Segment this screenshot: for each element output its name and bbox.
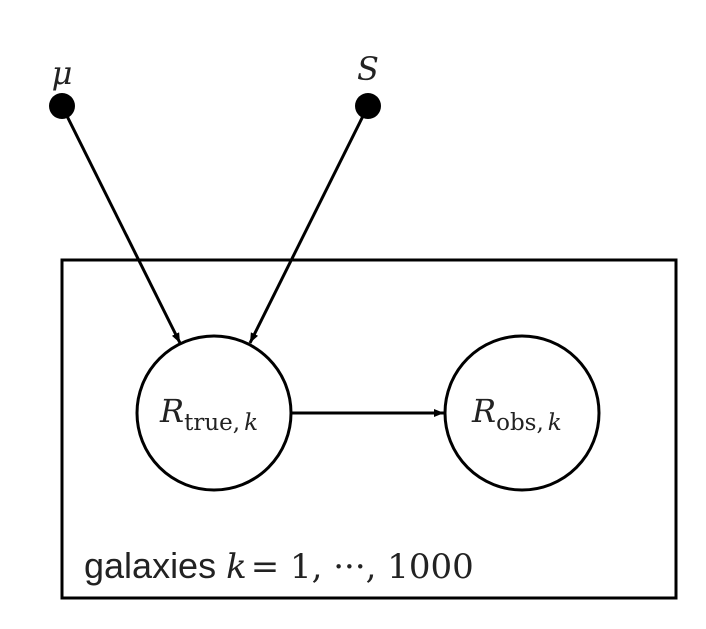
plate-galaxies [60, 258, 678, 600]
parameter-node-s [355, 93, 381, 119]
edge-mu-to-r-true [60, 105, 182, 344]
node-label-r-obs: Robs,k [471, 392, 562, 436]
parameter-label-s: S [357, 50, 379, 88]
node-label-r-true: Rtrue,k [159, 392, 258, 436]
edge-s-to-r-true [248, 105, 370, 344]
node-r-obs [443, 334, 601, 492]
node-r-true [135, 334, 293, 492]
parameter-label-mu: μ [52, 54, 73, 92]
parameter-node-mu [49, 93, 75, 119]
